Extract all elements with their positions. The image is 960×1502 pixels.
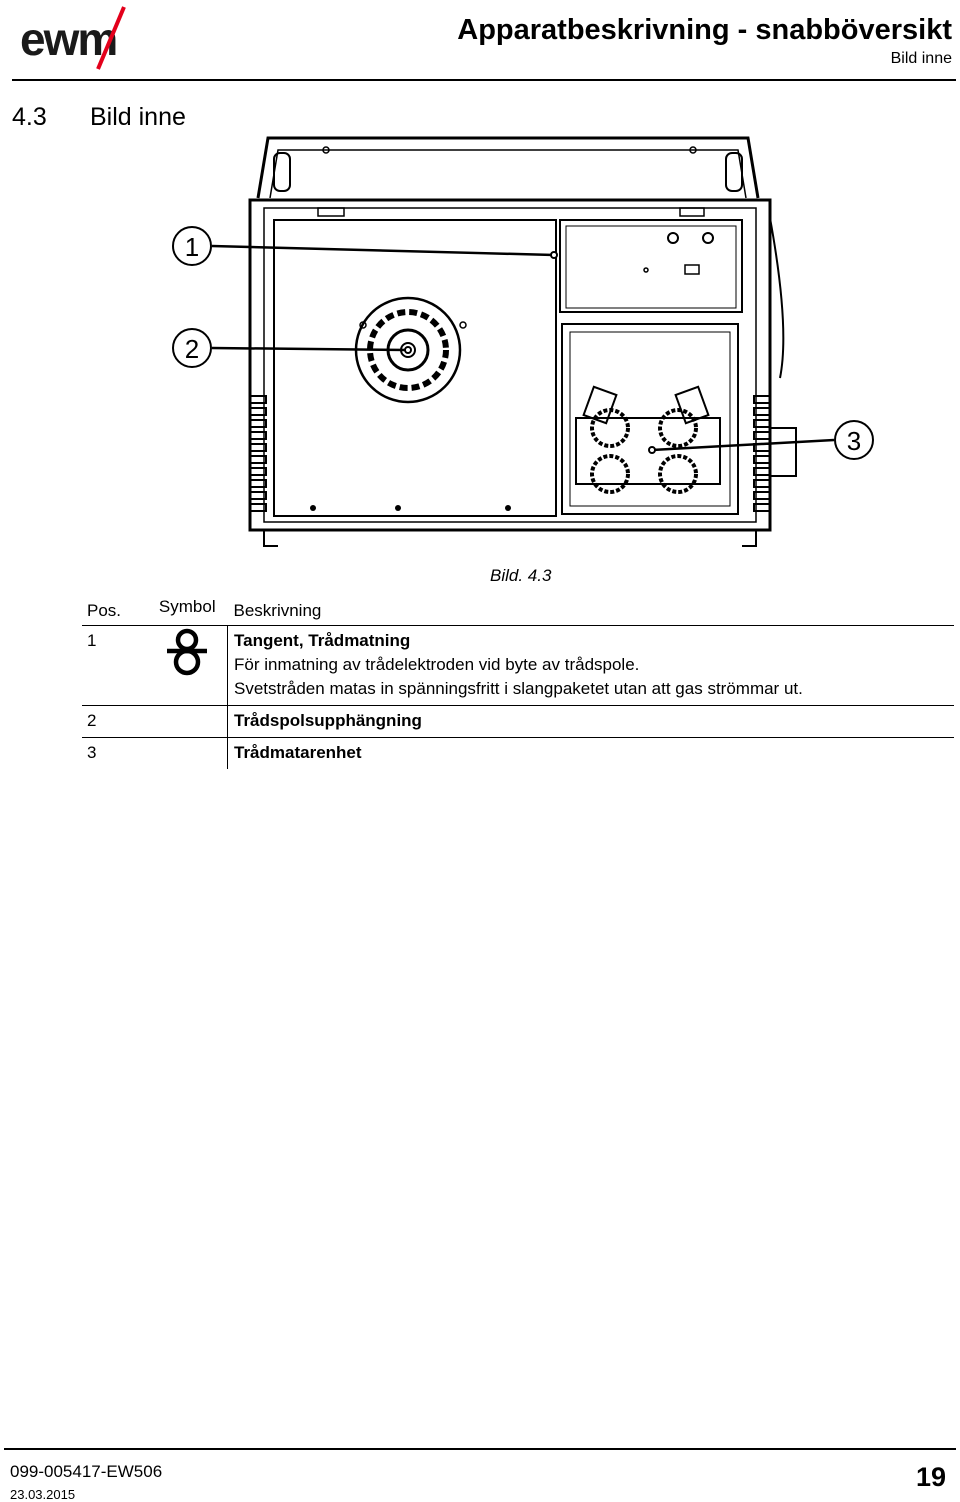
document-subtitle: Bild inne — [890, 50, 952, 67]
callout-2: 2 — [185, 334, 199, 364]
row-title: Trådspolsupphängning — [227, 705, 954, 738]
row-pos: 3 — [87, 743, 97, 762]
callout-3: 3 — [847, 426, 861, 456]
section-heading: 4.3 Bild inne — [12, 103, 186, 132]
figure-caption: Bild. 4.3 — [490, 566, 552, 585]
document-title: Apparatbeskrivning - snabböversikt — [457, 14, 952, 46]
column-header-description: Beskrivning — [227, 597, 954, 626]
section-number: 4.3 — [12, 103, 47, 131]
legend-row: 1 Tangent, Trådmatning För inmatning av … — [82, 625, 954, 706]
row-pos: 1 — [82, 625, 147, 706]
row-title: Tangent, Trådmatning — [234, 631, 411, 650]
row-symbol — [147, 625, 228, 706]
row-description-line: Svetstråden matas in spänningsfritt i sl… — [234, 679, 803, 698]
footer-divider — [4, 1448, 956, 1450]
legend-row: 2 Trådspolsupphängning — [82, 705, 954, 738]
document-date: 23.03.2015 — [10, 1487, 76, 1502]
row-symbol — [147, 737, 228, 769]
wire-inching-icon — [167, 628, 207, 676]
row-symbol — [147, 705, 228, 738]
legend-table: Pos. Symbol Beskrivning 1 Tangent, Trådm… — [82, 597, 954, 769]
row-description: Tangent, Trådmatning För inmatning av tr… — [227, 625, 954, 706]
page-number: 19 — [915, 1462, 946, 1492]
document-number: 099-005417-EW506 — [10, 1462, 163, 1481]
header-divider — [12, 79, 956, 81]
legend-row: 3 Trådmatarenhet — [82, 737, 954, 769]
row-title: Trådmatarenhet — [234, 743, 362, 762]
device-interior-figure: 1 2 3 — [172, 136, 874, 547]
ewm-logo: ewm — [20, 6, 126, 70]
row-pos: 2 — [82, 705, 147, 738]
column-header-pos: Pos. — [82, 597, 147, 626]
legend-header-row: Pos. Symbol Beskrivning — [82, 597, 954, 626]
column-header-symbol: Symbol — [147, 597, 228, 626]
row-description-line: För inmatning av trådelektroden vid byte… — [234, 655, 640, 674]
section-title: Bild inne — [90, 103, 186, 131]
callout-1: 1 — [185, 232, 199, 262]
